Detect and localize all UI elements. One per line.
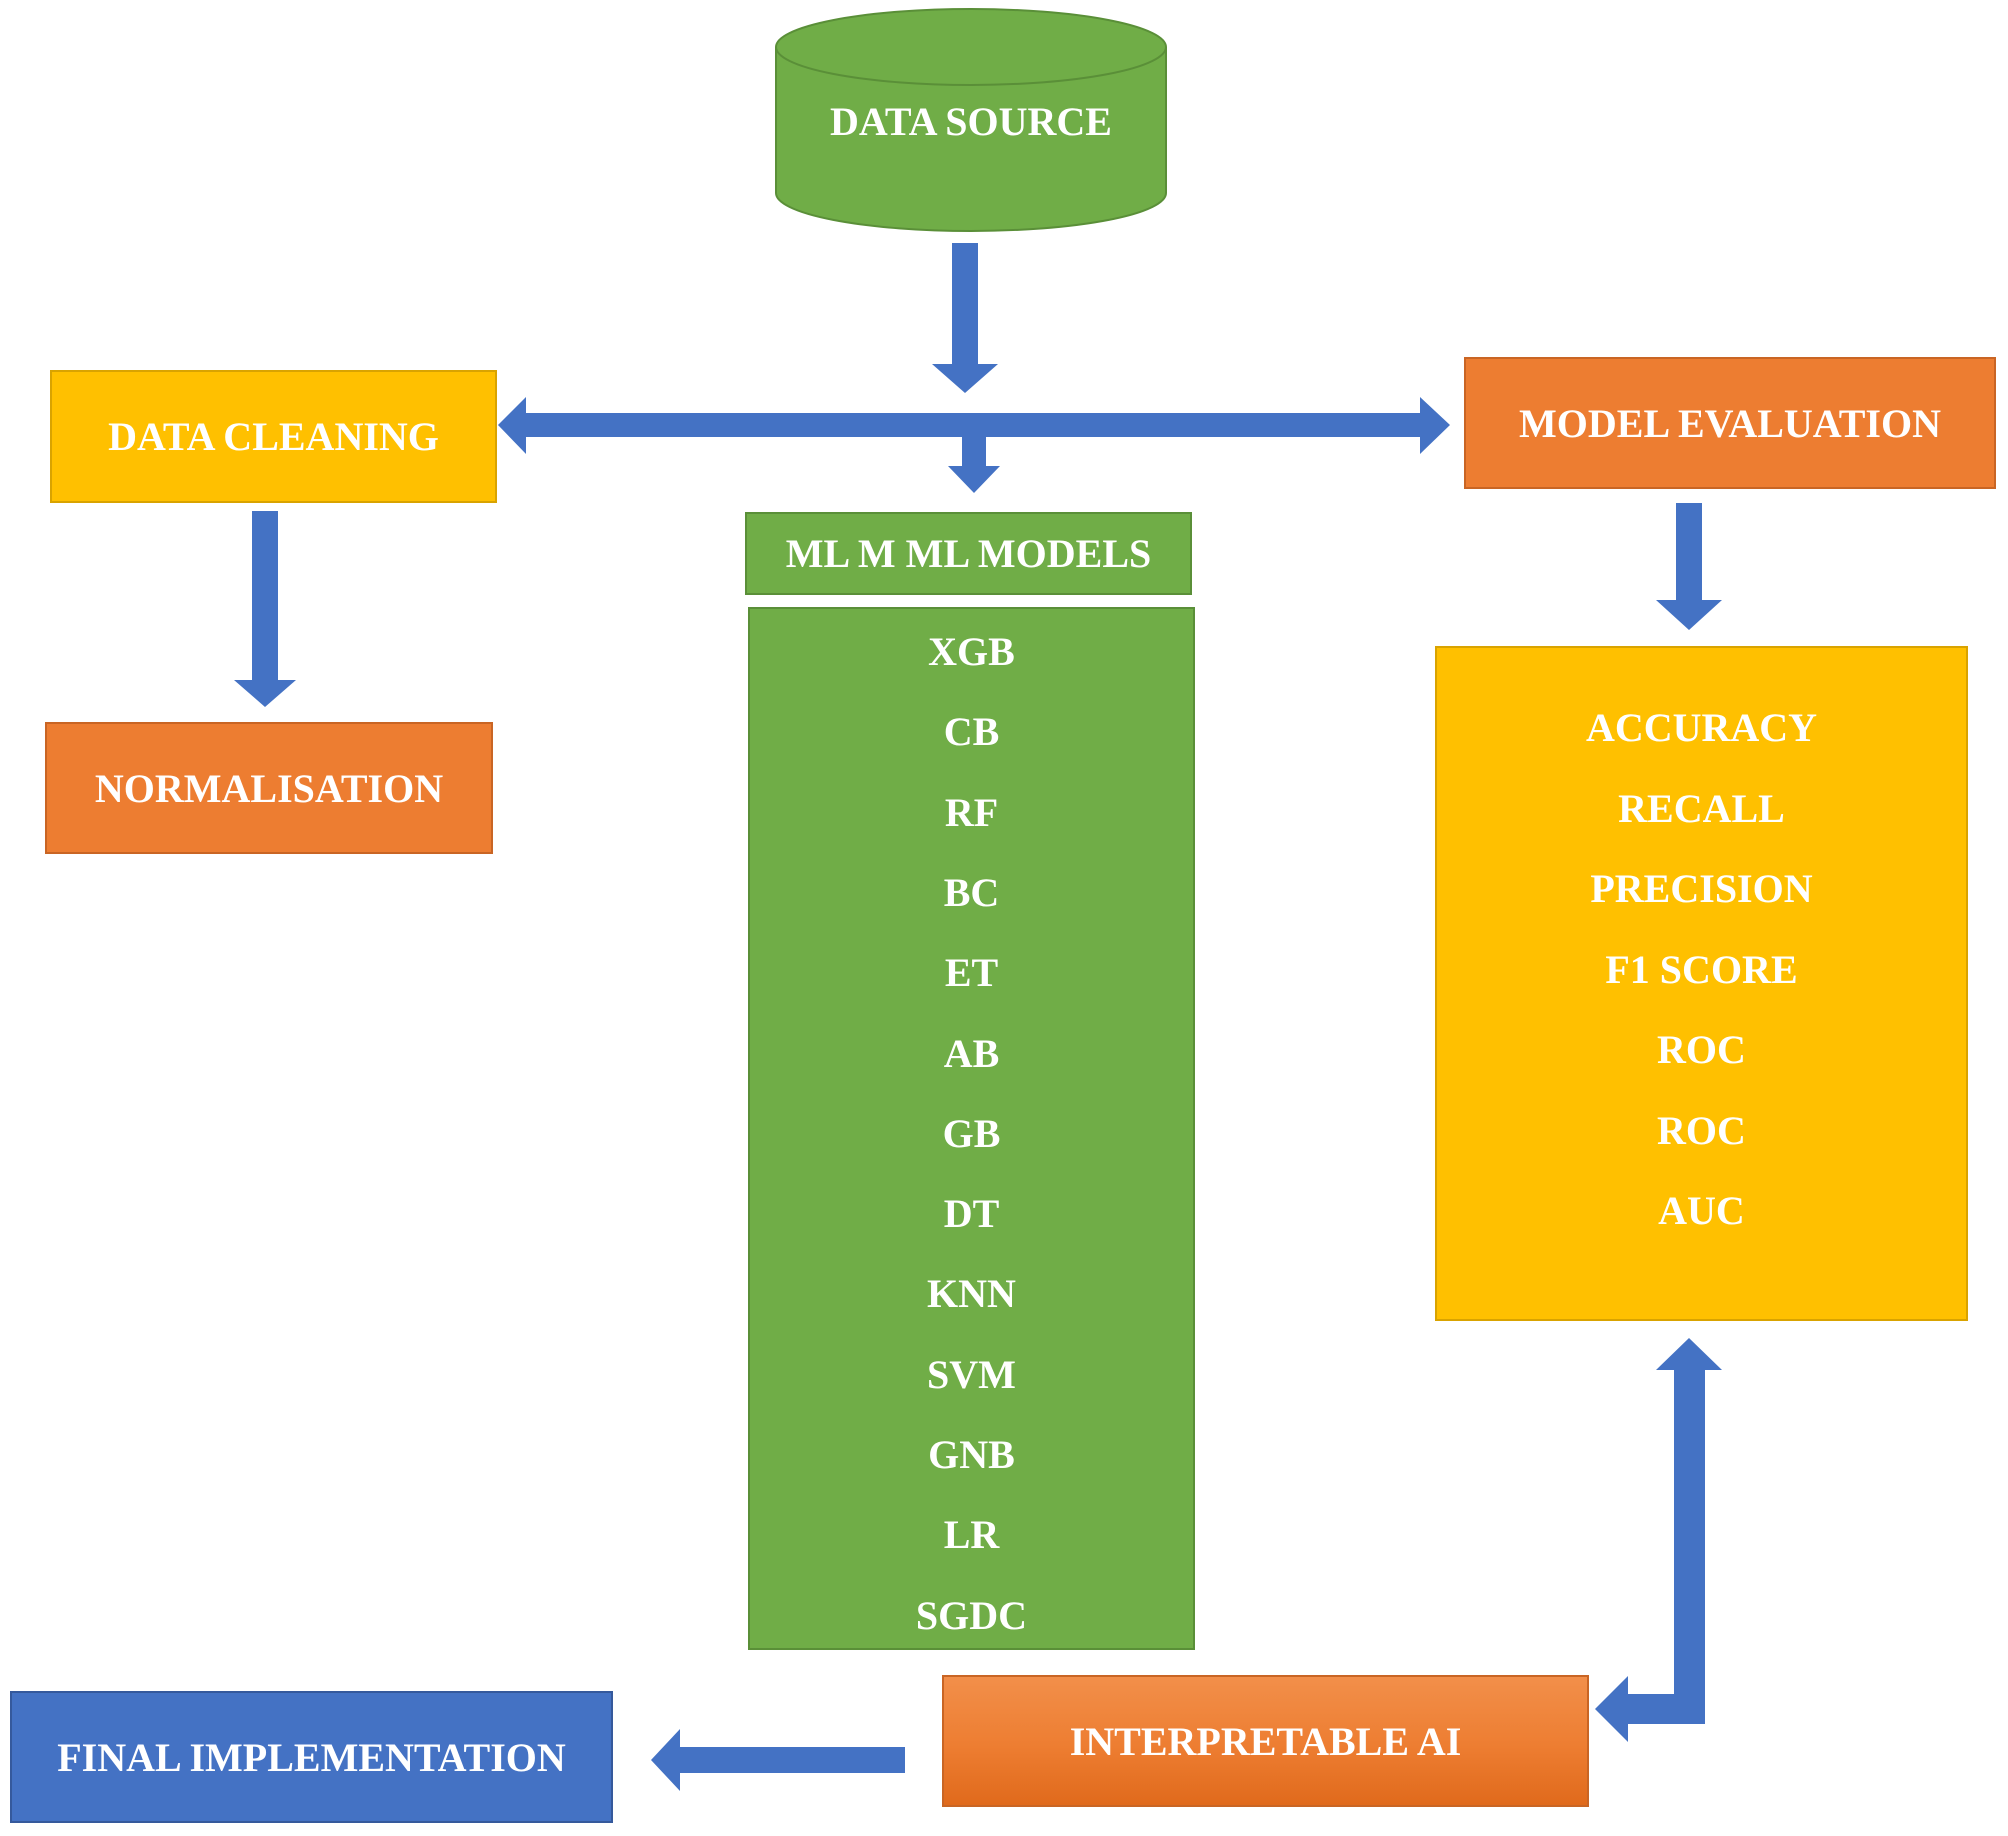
model-item: GNB <box>928 1432 1015 1477</box>
final-implementation-label: FINAL IMPLEMENTATION <box>57 1734 566 1780</box>
model-item: XGB <box>928 629 1015 674</box>
cylinder-top <box>775 8 1167 86</box>
model-evaluation-label: MODEL EVALUATION <box>1519 400 1941 446</box>
normalisation-box: NORMALISATION <box>45 722 493 854</box>
ml-models-list: XGB CB RF BC ET AB GB DT KNN SVM GNB LR SGDC <box>748 607 1195 1650</box>
normalisation-label: NORMALISATION <box>94 765 444 811</box>
metric-item: ACCURACY <box>1585 705 1818 750</box>
ml-models-header: ML M ML MODELS <box>745 512 1192 595</box>
arrow-cleaning-to-normalisation <box>234 511 296 707</box>
arrow-metrics-interpretable <box>1595 1338 1722 1742</box>
arrow-source-to-split <box>932 243 998 393</box>
model-item: RF <box>944 789 999 835</box>
arrow-interpretable-to-final <box>651 1729 905 1791</box>
model-evaluation-box: MODEL EVALUATION <box>1464 357 1996 489</box>
metrics-list: ACCURACY RECALL PRECISION F1 SCORE ROC ROC AUC <box>1435 646 1968 1321</box>
arrow-split-to-models <box>948 437 1000 493</box>
metric-item: ROC <box>1657 1107 1746 1153</box>
data-cleaning-box: DATA CLEANING <box>50 370 497 503</box>
model-item: SGDC <box>915 1592 1028 1638</box>
data-source-cylinder <box>775 8 1167 232</box>
cylinder-body <box>775 47 1167 232</box>
model-item: KNN <box>927 1271 1016 1317</box>
metric-item: ROC <box>1657 1027 1746 1072</box>
data-cleaning-label: DATA CLEANING <box>108 414 439 459</box>
metric-item: PRECISION <box>1590 866 1813 911</box>
metric-item: AUC <box>1658 1188 1745 1233</box>
model-item: CB <box>943 709 1000 755</box>
model-item: GB <box>942 1110 1001 1156</box>
model-item: ET <box>944 950 999 996</box>
model-item: BC <box>943 869 1000 915</box>
metric-item: RECALL <box>1618 785 1785 831</box>
model-item: SVM <box>927 1351 1016 1397</box>
final-implementation-box: FINAL IMPLEMENTATION <box>10 1691 613 1823</box>
ml-models-label: ML M ML MODELS <box>785 531 1152 576</box>
model-item: LR <box>943 1512 1000 1558</box>
metric-item: F1 SCORE <box>1605 946 1798 992</box>
model-item: AB <box>943 1030 1000 1076</box>
data-source-label: DATA SOURCE <box>830 99 1112 144</box>
model-item: DT <box>943 1191 1000 1237</box>
interpretable-ai-box: INTERPRETABLE AI <box>942 1675 1589 1807</box>
arrow-cleaning-evaluation <box>498 397 1450 454</box>
arrow-evaluation-to-metrics <box>1656 503 1722 630</box>
interpretable-ai-label: INTERPRETABLE AI <box>1069 1718 1462 1764</box>
